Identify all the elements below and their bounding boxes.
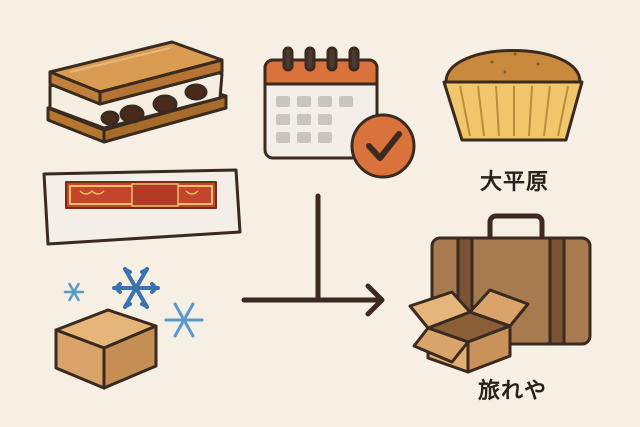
- open-box-icon: [408, 288, 530, 374]
- cardboard-box-icon: [54, 308, 158, 390]
- product-label-tabireya: 旅れや: [478, 379, 548, 404]
- snowflake-icon: [63, 282, 85, 302]
- flow-arrow-icon: [241, 193, 385, 317]
- snowflake-icon: [112, 267, 160, 309]
- product-label-ohirahara: 大平原: [480, 170, 550, 195]
- snowflake-icon: [164, 302, 204, 338]
- calendar-check-icon: [263, 46, 416, 179]
- wrapped-gift-box-icon: [42, 168, 242, 246]
- madeleine-cake-icon: [442, 49, 584, 142]
- butter-sandwich-cookie-icon: [46, 40, 228, 144]
